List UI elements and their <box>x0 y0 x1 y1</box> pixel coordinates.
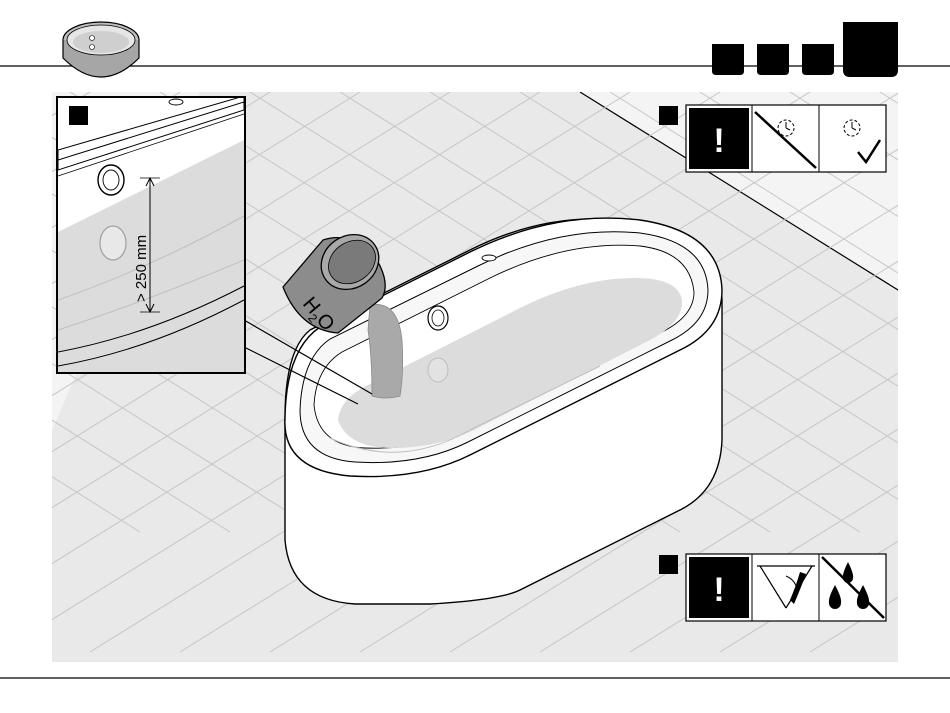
step-1 <box>712 44 744 75</box>
step-4-active <box>843 22 898 77</box>
step-2 <box>757 44 789 75</box>
tile-line <box>0 92 50 532</box>
step-progress <box>712 22 898 77</box>
detail-marker <box>69 106 88 125</box>
bathtub-thumbnail-icon <box>63 22 139 77</box>
caution-symbol: ! <box>713 122 724 160</box>
tile-line <box>900 92 950 652</box>
warning-panel-top: ! <box>659 105 886 172</box>
detail-inset: > 250 mm <box>57 96 245 373</box>
panel-top-marker <box>659 106 678 125</box>
dimension-label: > 250 mm <box>133 235 150 302</box>
step-3 <box>802 44 834 75</box>
panel-bottom-marker <box>659 555 678 574</box>
warning-panel-bottom: ! <box>659 554 886 621</box>
caution-symbol-bottom: ! <box>713 571 724 609</box>
